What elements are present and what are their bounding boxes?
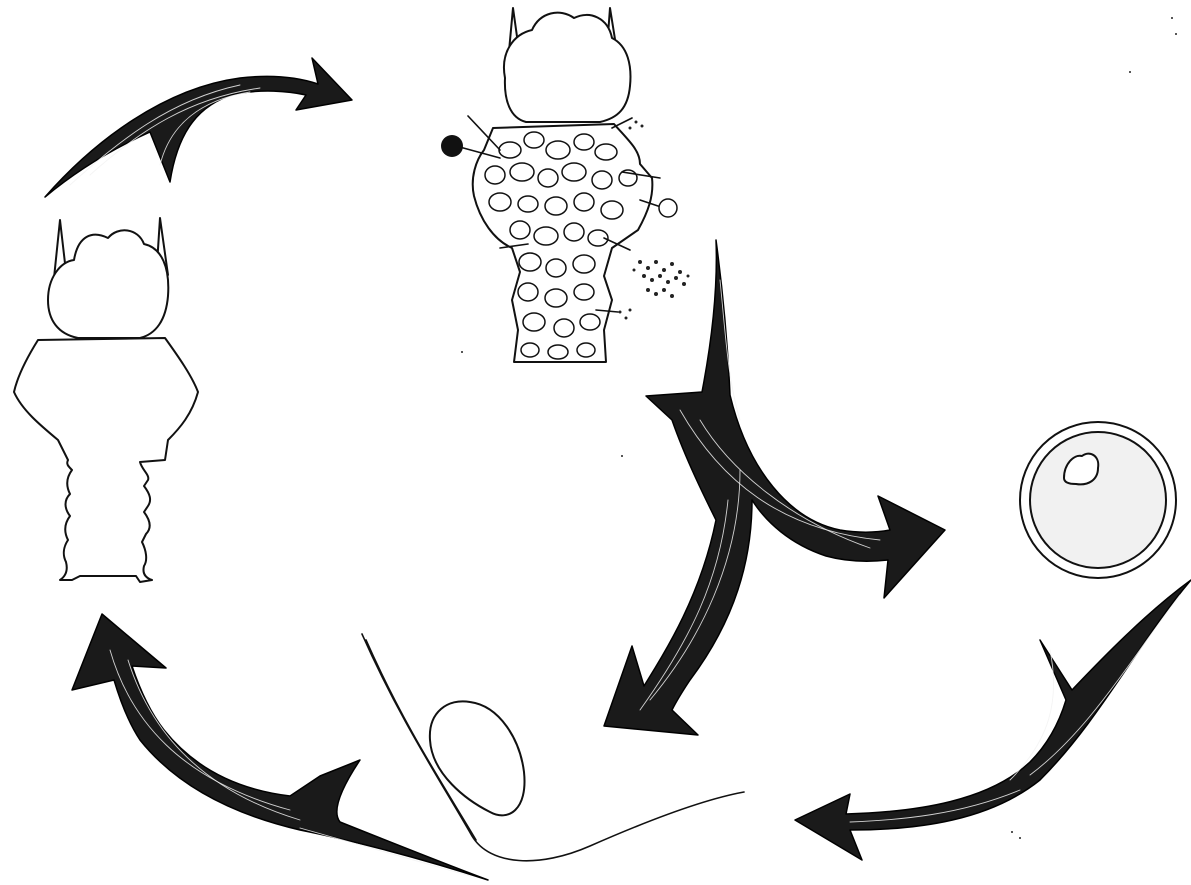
spore-mass-black xyxy=(441,135,463,157)
arrow-larva-to-infected xyxy=(45,58,352,197)
arrow-germinated-to-larva xyxy=(72,614,488,880)
arrow-spore-to-germinated xyxy=(795,580,1191,860)
spore-icon xyxy=(1020,422,1176,578)
infected-larva-icon xyxy=(441,8,690,362)
arrow-infected-forked xyxy=(604,240,945,735)
uninfected-larva-icon xyxy=(14,218,198,582)
spore-ball xyxy=(659,199,677,217)
